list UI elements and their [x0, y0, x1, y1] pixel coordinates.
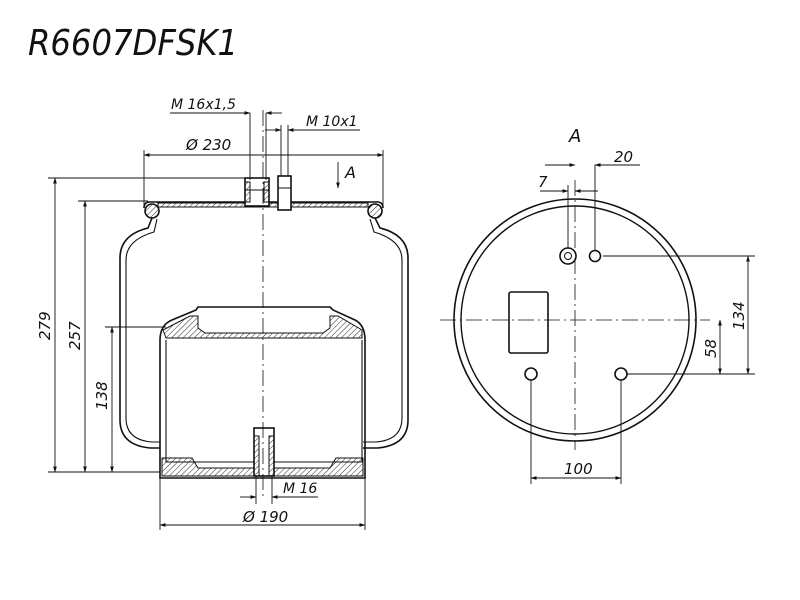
bottom-stud-hatch-left: [253, 435, 260, 477]
top-fitting-large-hatch-r: [263, 181, 270, 203]
piston-outer: [159, 306, 366, 479]
top-plate-crimp-left: [144, 203, 160, 219]
dim-134: 134: [730, 301, 748, 330]
bellow-outer-right: [363, 217, 409, 449]
side-view-dimensions: [48, 111, 384, 530]
fitting-large-inner: [564, 252, 572, 260]
top-plate-crimp-right: [367, 203, 383, 219]
bellow-outer: [119, 217, 160, 449]
dim-diameter-190: Ø 190: [242, 508, 288, 526]
bellow-inner-right: [363, 218, 403, 443]
dim-height-257: 257: [66, 321, 84, 350]
top-fitting-large-hatch-l: [244, 181, 251, 203]
dim-thread-m10x1: M 10x1: [306, 114, 358, 130]
bolt-hole-right: [614, 367, 628, 381]
dim-thread-m16: M 16: [283, 481, 317, 497]
view-label-a: A: [568, 126, 581, 147]
dim-thread-m16x1-5: M 16x1,5: [171, 97, 236, 113]
drawing-title: R6607DFSK1: [28, 23, 238, 64]
fitting-large: [559, 247, 577, 265]
dim-7: 7: [538, 173, 548, 191]
section-mark-a: A: [344, 163, 356, 182]
label-window: [508, 291, 549, 354]
dim-height-138: 138: [93, 381, 111, 410]
bellow-inner: [125, 218, 160, 443]
fitting-small: [588, 249, 602, 263]
top-fitting-small: [277, 175, 292, 211]
dim-58: 58: [702, 339, 720, 358]
bolt-hole-left: [524, 367, 538, 381]
piston-shoulder-hatch: [162, 315, 363, 339]
dim-20: 20: [614, 148, 633, 166]
bottom-stud-hatch-right: [268, 435, 275, 477]
piston-base-hatch: [161, 457, 364, 477]
dim-diameter-230: Ø 230: [185, 136, 231, 154]
top-view-dimensions: [530, 163, 755, 484]
side-view: [119, 110, 409, 500]
dim-100: 100: [564, 460, 593, 478]
dim-height-279: 279: [36, 311, 54, 340]
top-view: [440, 180, 710, 450]
